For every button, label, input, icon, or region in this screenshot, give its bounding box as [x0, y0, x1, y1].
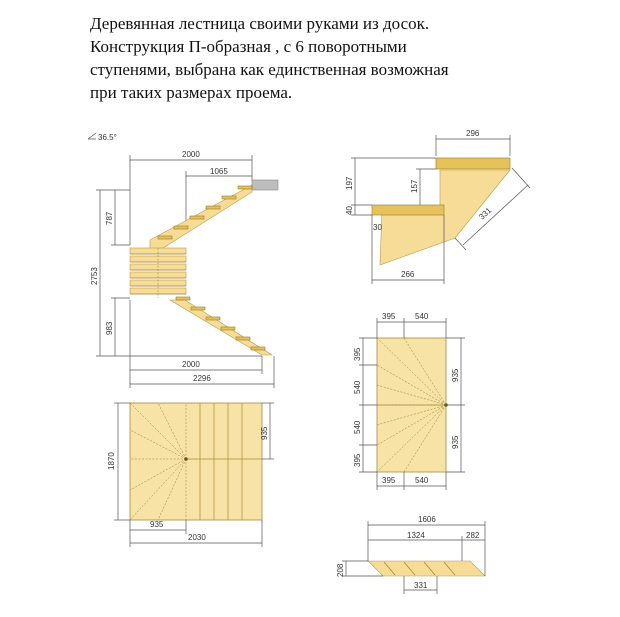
dim-plan-total-width: 2030	[188, 533, 206, 542]
dim-total-height: 2753	[90, 267, 99, 285]
upper-step	[237, 185, 253, 190]
dim-stringer-step: 331	[414, 581, 428, 590]
plan-right-winder	[403, 337, 447, 406]
lower-step	[205, 316, 221, 321]
upper-step	[205, 205, 221, 210]
upper-step	[189, 215, 205, 220]
winder-steps	[129, 247, 187, 298]
plan-left-winder	[157, 458, 187, 521]
elevation-view: 36.5° 2000 1065 2753 787 983	[87, 132, 279, 388]
title-line-2: Конструкция П-образная , с 6 поворотными	[90, 37, 407, 56]
title-line-1: Деревянная лестница своими руками из дос…	[90, 14, 430, 33]
stringer-board	[367, 560, 486, 577]
lower-step	[250, 346, 266, 351]
dim-right-2: 935	[451, 435, 460, 449]
plan-right-winder	[376, 364, 447, 406]
plan-right-view: 395 540 395 540 540 395 935 935 395 540	[353, 312, 465, 490]
lower-step	[220, 326, 236, 331]
plan-left-treads	[129, 402, 262, 521]
dim-top-inner: 1065	[210, 167, 228, 176]
plan-left-center	[184, 457, 188, 461]
dim-rise-total: 197	[345, 176, 354, 190]
dim-nosing: 30	[373, 223, 382, 232]
dim-lower-height: 983	[105, 321, 114, 335]
upper-step	[157, 235, 173, 240]
plan-right-winder	[403, 404, 447, 473]
dim-plan-height: 1870	[107, 452, 116, 470]
upper-step	[221, 195, 237, 200]
dim-left-1: 395	[353, 347, 362, 361]
dim-upper-height: 787	[105, 211, 114, 225]
plan-left-winder	[129, 458, 187, 491]
dim-top-b: 540	[415, 312, 429, 321]
dim-rise: 157	[410, 179, 419, 193]
upper-tread	[435, 157, 511, 170]
dim-left-4: 395	[353, 453, 362, 467]
dim-plan-landing: 935	[260, 426, 269, 440]
dim-going: 266	[401, 270, 415, 279]
dim-bottom-a: 395	[382, 476, 396, 485]
step-detail-view: 296 197 157 40 30 266 331	[345, 129, 531, 284]
dim-tread-width: 296	[466, 129, 480, 138]
dim-left-3: 540	[353, 420, 362, 434]
stringer-detail-view: 1606 1324 282 208 331	[336, 515, 486, 594]
title-line-3: ступенями, выбрана как единственная возм…	[90, 60, 449, 79]
dim-right-1: 935	[451, 368, 460, 382]
plan-right-winder	[376, 404, 447, 446]
page-title: Деревянная лестница своими руками из дос…	[90, 12, 610, 104]
plan-right-treads	[376, 337, 447, 473]
plan-left-outline	[129, 402, 263, 521]
upper-steps	[157, 185, 253, 240]
dim-plan-half-width: 935	[150, 520, 164, 529]
lower-steps	[175, 296, 266, 351]
lower-step	[235, 336, 251, 341]
dim-top-a: 395	[382, 312, 396, 321]
angle-icon	[87, 132, 97, 140]
plan-right-winder	[376, 404, 447, 426]
plan-left-view: 1870 935 935 2030	[107, 402, 274, 547]
dim-bottom-width: 2000	[182, 360, 200, 369]
dim-left-2: 540	[353, 380, 362, 394]
angle-label: 36.5°	[98, 133, 117, 142]
dim-stringer-height: 208	[336, 563, 345, 577]
lower-tread	[371, 204, 445, 216]
dim-bottom-total: 2296	[193, 374, 211, 383]
plan-left-winder	[129, 429, 187, 460]
lower-step	[175, 296, 191, 301]
dim-tread-thickness: 40	[345, 206, 354, 215]
dim-stringer-inner: 1324	[407, 531, 425, 540]
title-line-4: при таких размерах проема.	[90, 83, 293, 102]
lower-step	[190, 306, 206, 311]
upper-step	[173, 225, 189, 230]
dim-bottom-b: 540	[415, 476, 429, 485]
step-profile	[379, 169, 511, 266]
plan-left-winder	[129, 402, 187, 460]
dim-stringer-end: 282	[466, 531, 480, 540]
dim-stringer-total: 1606	[418, 515, 436, 524]
floor-slab	[251, 179, 279, 191]
dim-top-width: 2000	[182, 150, 200, 159]
plan-right-winder	[376, 384, 447, 406]
